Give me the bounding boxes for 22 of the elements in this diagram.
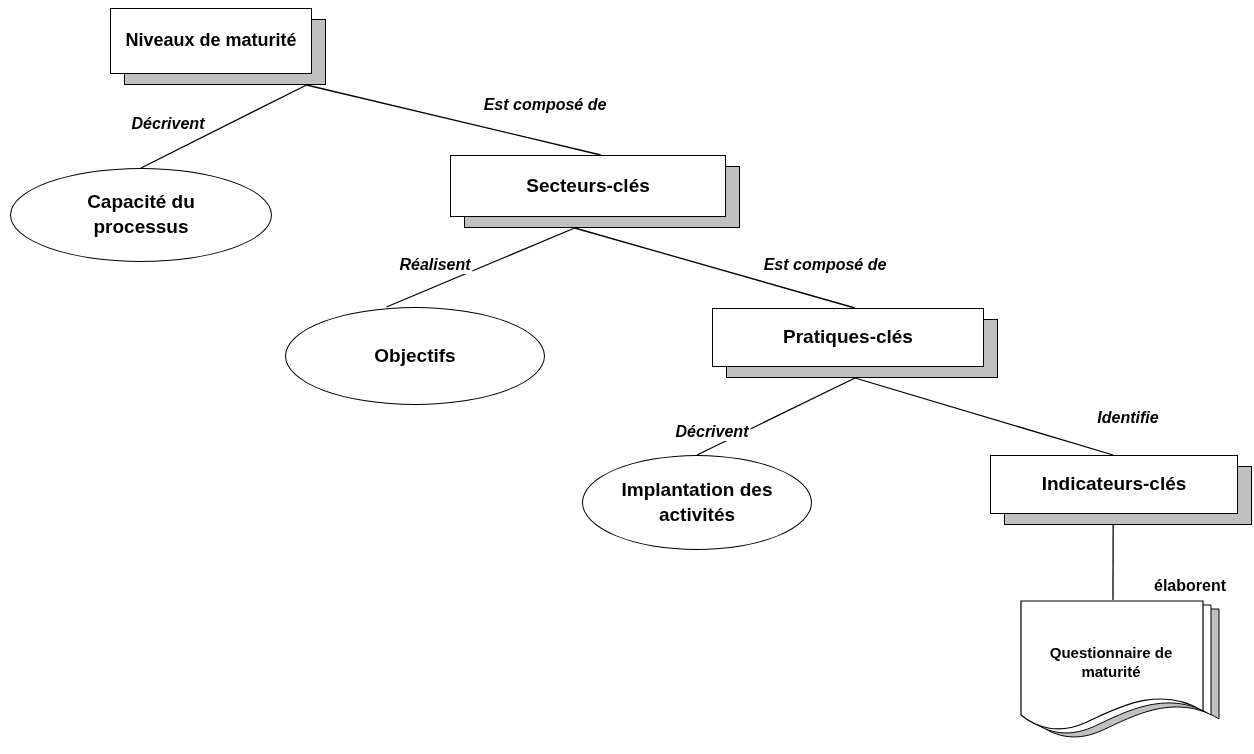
edge-label: Est composé de xyxy=(481,96,609,114)
shadowed-box xyxy=(990,455,1252,525)
connector-line xyxy=(305,84,602,156)
node-label: Objectifs xyxy=(374,343,456,368)
node-label: Implantation des activités xyxy=(620,477,774,527)
connector-line xyxy=(1112,524,1114,601)
node-label: Indicateurs-clés xyxy=(1041,472,1187,497)
edge-label: Est composé de xyxy=(761,256,889,274)
shadowed-box xyxy=(110,8,326,85)
connector-line xyxy=(574,227,856,309)
shadowed-box xyxy=(712,308,998,378)
node-label: Questionnaire de maturité xyxy=(1048,642,1174,682)
node-label: Capacité du processus xyxy=(86,190,196,239)
node-label: Pratiques-clés xyxy=(783,325,913,350)
edge-label: Décrivent xyxy=(673,423,751,441)
connector-line xyxy=(385,227,576,308)
connector-line xyxy=(140,84,308,169)
node-label: Secteurs-clés xyxy=(526,173,650,198)
shadowed-box xyxy=(450,155,740,228)
edge-label: Réalisent xyxy=(397,256,473,274)
node-label: Niveaux de maturité xyxy=(125,29,297,53)
connector-line xyxy=(854,377,1114,456)
